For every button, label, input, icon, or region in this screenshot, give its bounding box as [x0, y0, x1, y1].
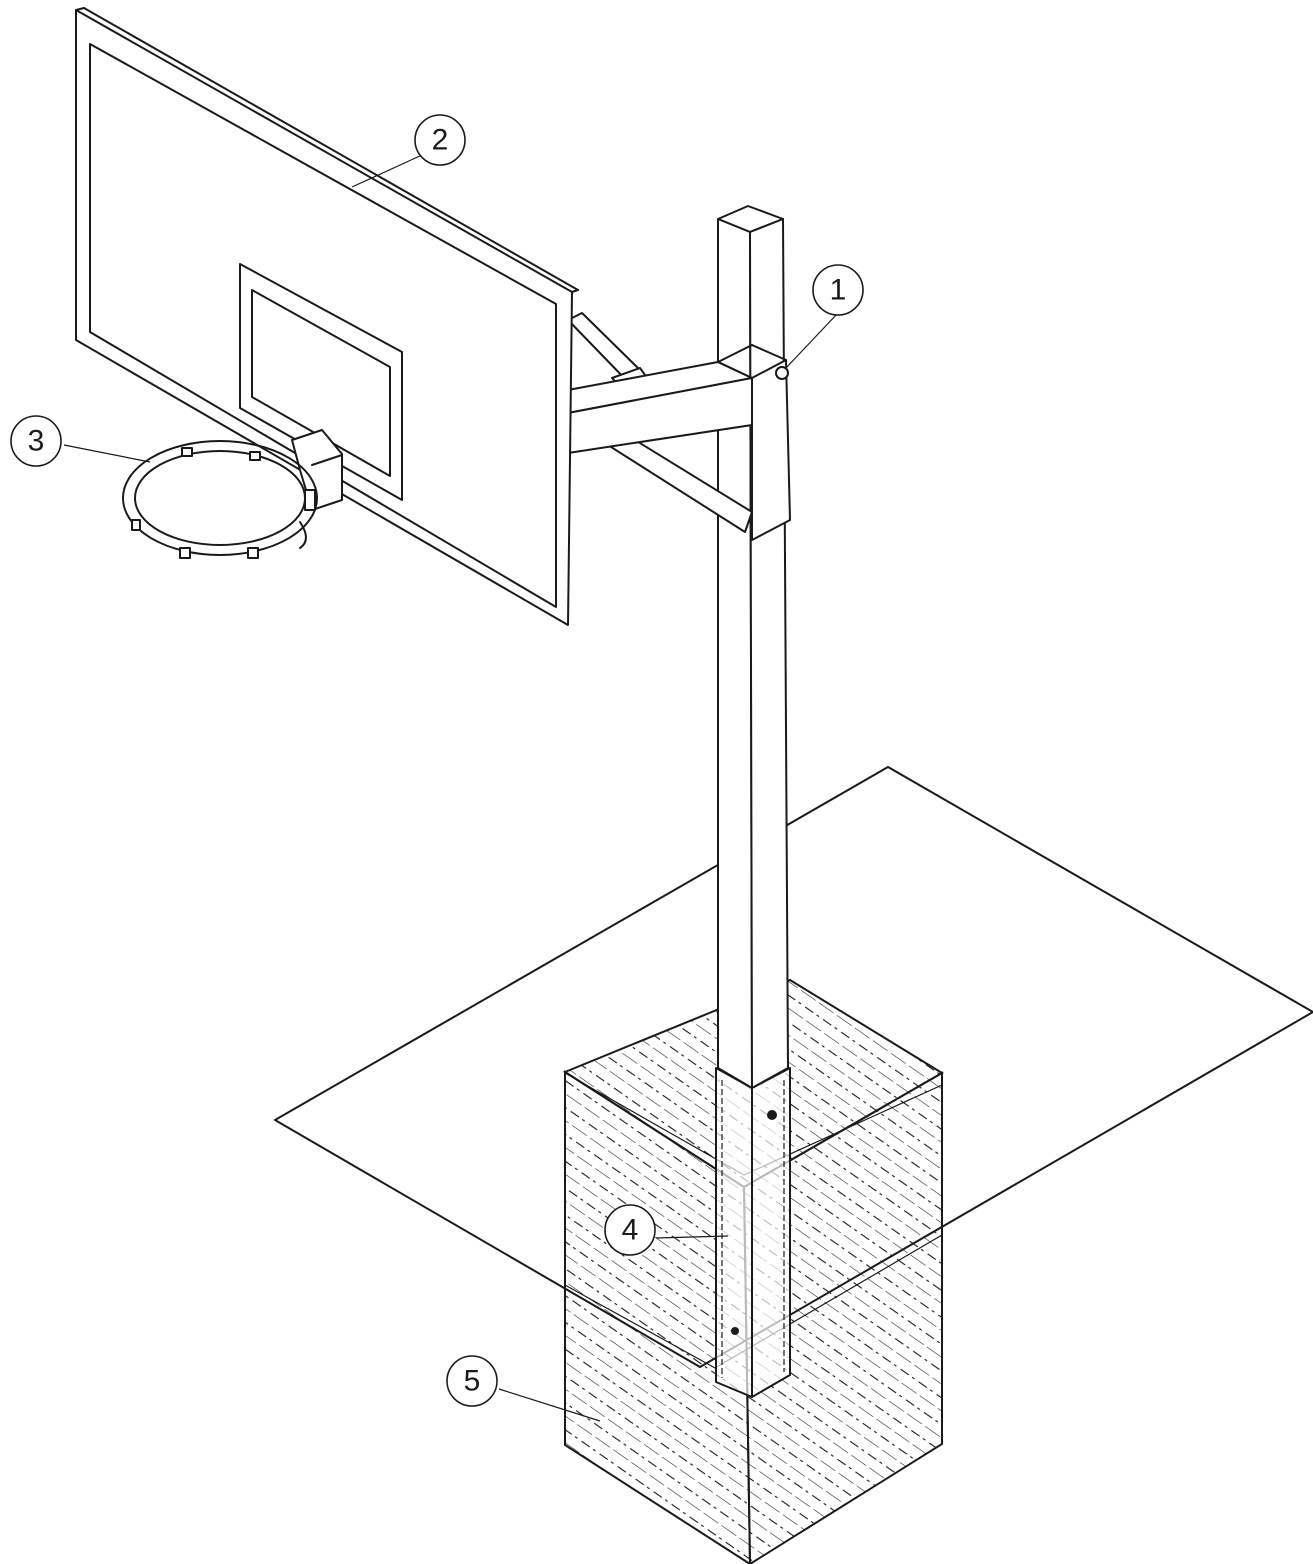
callout-1: 1 — [812, 264, 864, 316]
bracket-bolt — [775, 366, 789, 380]
callout-3-label: 3 — [28, 425, 45, 458]
callout-3: 3 — [10, 415, 62, 467]
mounting-bracket — [717, 344, 791, 541]
backboard — [75, 7, 579, 626]
callout-5-label: 5 — [464, 1365, 481, 1398]
callout-5: 5 — [446, 1355, 498, 1407]
vertical-post — [717, 205, 789, 1089]
ground-sleeve — [715, 1067, 791, 1398]
leader-lines — [63, 154, 839, 1422]
callout-2-label: 2 — [432, 124, 449, 157]
callout-1-label: 1 — [830, 274, 847, 307]
callout-4-label: 4 — [622, 1214, 639, 1247]
sleeve-bolt-upper — [767, 1110, 777, 1120]
callout-4: 4 — [604, 1204, 656, 1256]
ring-mount-plate — [291, 429, 343, 511]
basketball-ring — [122, 440, 318, 559]
sleeve-bolt-lower — [731, 1327, 739, 1335]
ground-plane — [274, 766, 1313, 1368]
callout-2: 2 — [414, 114, 466, 166]
